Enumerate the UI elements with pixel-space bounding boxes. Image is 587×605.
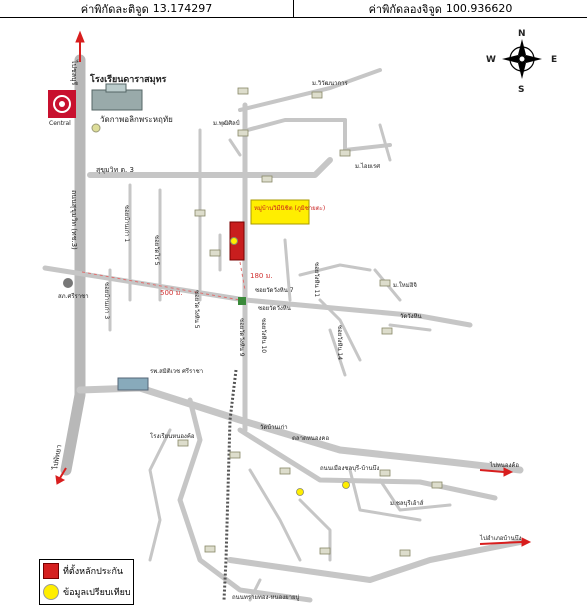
- village-label: ม.วิวัฒนาการ: [312, 80, 348, 87]
- direction-arrows: [55, 30, 532, 547]
- distance-line-500: [81, 271, 241, 301]
- road-segment: [227, 539, 523, 583]
- soi-label: ซอยบ้านเก่า 1: [123, 205, 130, 242]
- lower-road-label: ถนนเมืองชลบุรี-บ้านบึง: [320, 464, 379, 472]
- road-segment: [248, 468, 302, 562]
- market-label: ตลาดหนองคอ: [292, 435, 329, 442]
- school-building-icon: [91, 83, 143, 111]
- legend-red-label: ที่ตั้งหลักประกัน: [63, 566, 124, 577]
- north-arrow-head: [75, 30, 85, 43]
- east-arrow-shape-2: [479, 541, 523, 545]
- soi-label: ซอยวัดไร่ 5: [153, 235, 161, 266]
- police-icon: [63, 278, 73, 288]
- compass-rose: [502, 39, 542, 79]
- sukhumvit-road: [60, 54, 86, 476]
- legend-row-red: ที่ตั้งหลักประกัน: [40, 560, 133, 581]
- road-segment: [348, 468, 422, 522]
- road-segment: [76, 384, 524, 474]
- comparison-dots: [296, 481, 350, 496]
- to-nongkho-label: ไปหนองค้อ: [489, 461, 519, 469]
- soi-label: ซอยวัดวังหิน 7: [255, 287, 294, 294]
- central-logo-text: Central: [49, 120, 71, 127]
- store-icon: [238, 297, 246, 305]
- road-segment: [378, 123, 392, 162]
- railway-line: [222, 369, 238, 601]
- sukhumvit-label: ถนนสุขุมวิท (ทช.3): [70, 190, 78, 250]
- road-segment: [238, 118, 347, 134]
- longitude-cell: ค่าพิกัดลองจิจูด 100.936620: [293, 0, 587, 17]
- south-arrow-head: [55, 475, 66, 485]
- longitude-label: ค่าพิกัดลองจิจูด: [368, 2, 442, 16]
- police-label: สภ.ศรีราชา: [58, 292, 89, 300]
- sukhumvit-km-label: สุขุมวิท ต. 3: [96, 166, 134, 174]
- compass-e: E: [551, 55, 557, 65]
- soi-label: ซอยวัดวังหิน 5: [193, 290, 200, 329]
- east-arrow-head-2: [521, 537, 532, 547]
- latitude-value: 13.174297: [152, 2, 213, 15]
- distance-500-label: 500 ม.: [160, 289, 182, 297]
- road-segment: [228, 138, 242, 157]
- east-arrow-shape: [479, 469, 505, 473]
- highlight-label: หมู่บ้านวิมีนิชิต (ภูมิชายตะ): [254, 204, 325, 212]
- temple-label: วัดกาพอลิกพระหฤทัย: [100, 115, 173, 124]
- soi-label: ซอยวังหิน 10: [260, 318, 267, 353]
- village-icons: [177, 87, 443, 557]
- soi-label: ซอยวังหิน 11: [313, 262, 320, 297]
- to-banbueng-label: ไปอำเภอบ้านบึง: [479, 534, 521, 542]
- village-label: ม.ใหม่ฮิจิ: [393, 281, 417, 289]
- road-segment: [148, 428, 172, 562]
- village-label: ม.ชลบุรีเฮ้าส์: [390, 499, 424, 507]
- legend-row-yellow: ข้อมูลเปรียบเทียบ: [40, 581, 133, 602]
- coordinate-bar: ค่าพิกัดละติจูด 13.174297 ค่าพิกัดลองจิจ…: [0, 0, 587, 18]
- hospital-label: รพ.สมิติเวช ศรีราชา: [150, 367, 203, 375]
- comparison-marker[interactable]: [230, 237, 238, 245]
- distance-180-label: 180 ม.: [250, 272, 272, 280]
- soi-label: ซอยวังหิน 14: [336, 325, 343, 360]
- compass-w: W: [486, 55, 496, 65]
- road-segment: [87, 157, 333, 178]
- temple-icon: [91, 123, 101, 133]
- central-logo: Central: [48, 90, 76, 127]
- road-north-label: ไปชลบุรี: [70, 59, 79, 85]
- hospital-icon: [117, 377, 149, 391]
- road-segment: [318, 298, 362, 362]
- south-arrow-shape: [59, 467, 67, 479]
- school-label: โรงเรียนดาราสมุทร: [89, 73, 167, 85]
- road-network: [42, 54, 524, 603]
- distance-line-180: [239, 261, 246, 291]
- bottom-road-label: ถนนทรายทอง-หนองยายบู่: [232, 594, 300, 601]
- road-segment: [238, 68, 382, 112]
- soi-label: ซอยบ้านเก่า 3: [103, 282, 110, 319]
- latitude-cell: ค่าพิกัดละติจูด 13.174297: [0, 0, 293, 17]
- village-label: ม.พุฒิศิลป์: [213, 119, 240, 127]
- soi-label: ซอยวัดวังหิน: [258, 305, 291, 312]
- road-segment: [177, 397, 313, 603]
- road-segment: [237, 427, 498, 501]
- legend-yellow-swatch: [43, 583, 59, 600]
- latitude-label: ค่าพิกัดละติจูด: [80, 2, 149, 16]
- road-segment: [42, 265, 473, 328]
- map-legend: ที่ตั้งหลักประกัน ข้อมูลเปรียบเทียบ: [39, 559, 134, 605]
- road-segment: [248, 578, 262, 602]
- temple-c-label: วัดบ้านเก่า: [260, 424, 288, 431]
- compass-n: N: [518, 29, 526, 39]
- village-label: ม.ไอยเรศ: [355, 162, 380, 170]
- road-segment: [298, 263, 372, 277]
- road-segment: [283, 238, 292, 302]
- road-segment: [388, 323, 432, 332]
- temple-b-label: วัดวังหิน: [400, 313, 422, 320]
- school-b-label: โรงเรียนหนองค้อ: [150, 432, 195, 440]
- soi-label: ซอยวัดวังหิน 9: [238, 318, 245, 357]
- legend-yellow-label: ข้อมูลเปรียบเทียบ: [63, 587, 131, 598]
- legend-red-swatch: [43, 562, 59, 579]
- compass-s: S: [518, 85, 524, 95]
- highlight-box: [250, 199, 310, 225]
- east-arrow-head: [503, 467, 514, 477]
- road-segment: [328, 328, 347, 377]
- longitude-value: 100.936620: [445, 2, 513, 15]
- road-segment: [378, 478, 452, 512]
